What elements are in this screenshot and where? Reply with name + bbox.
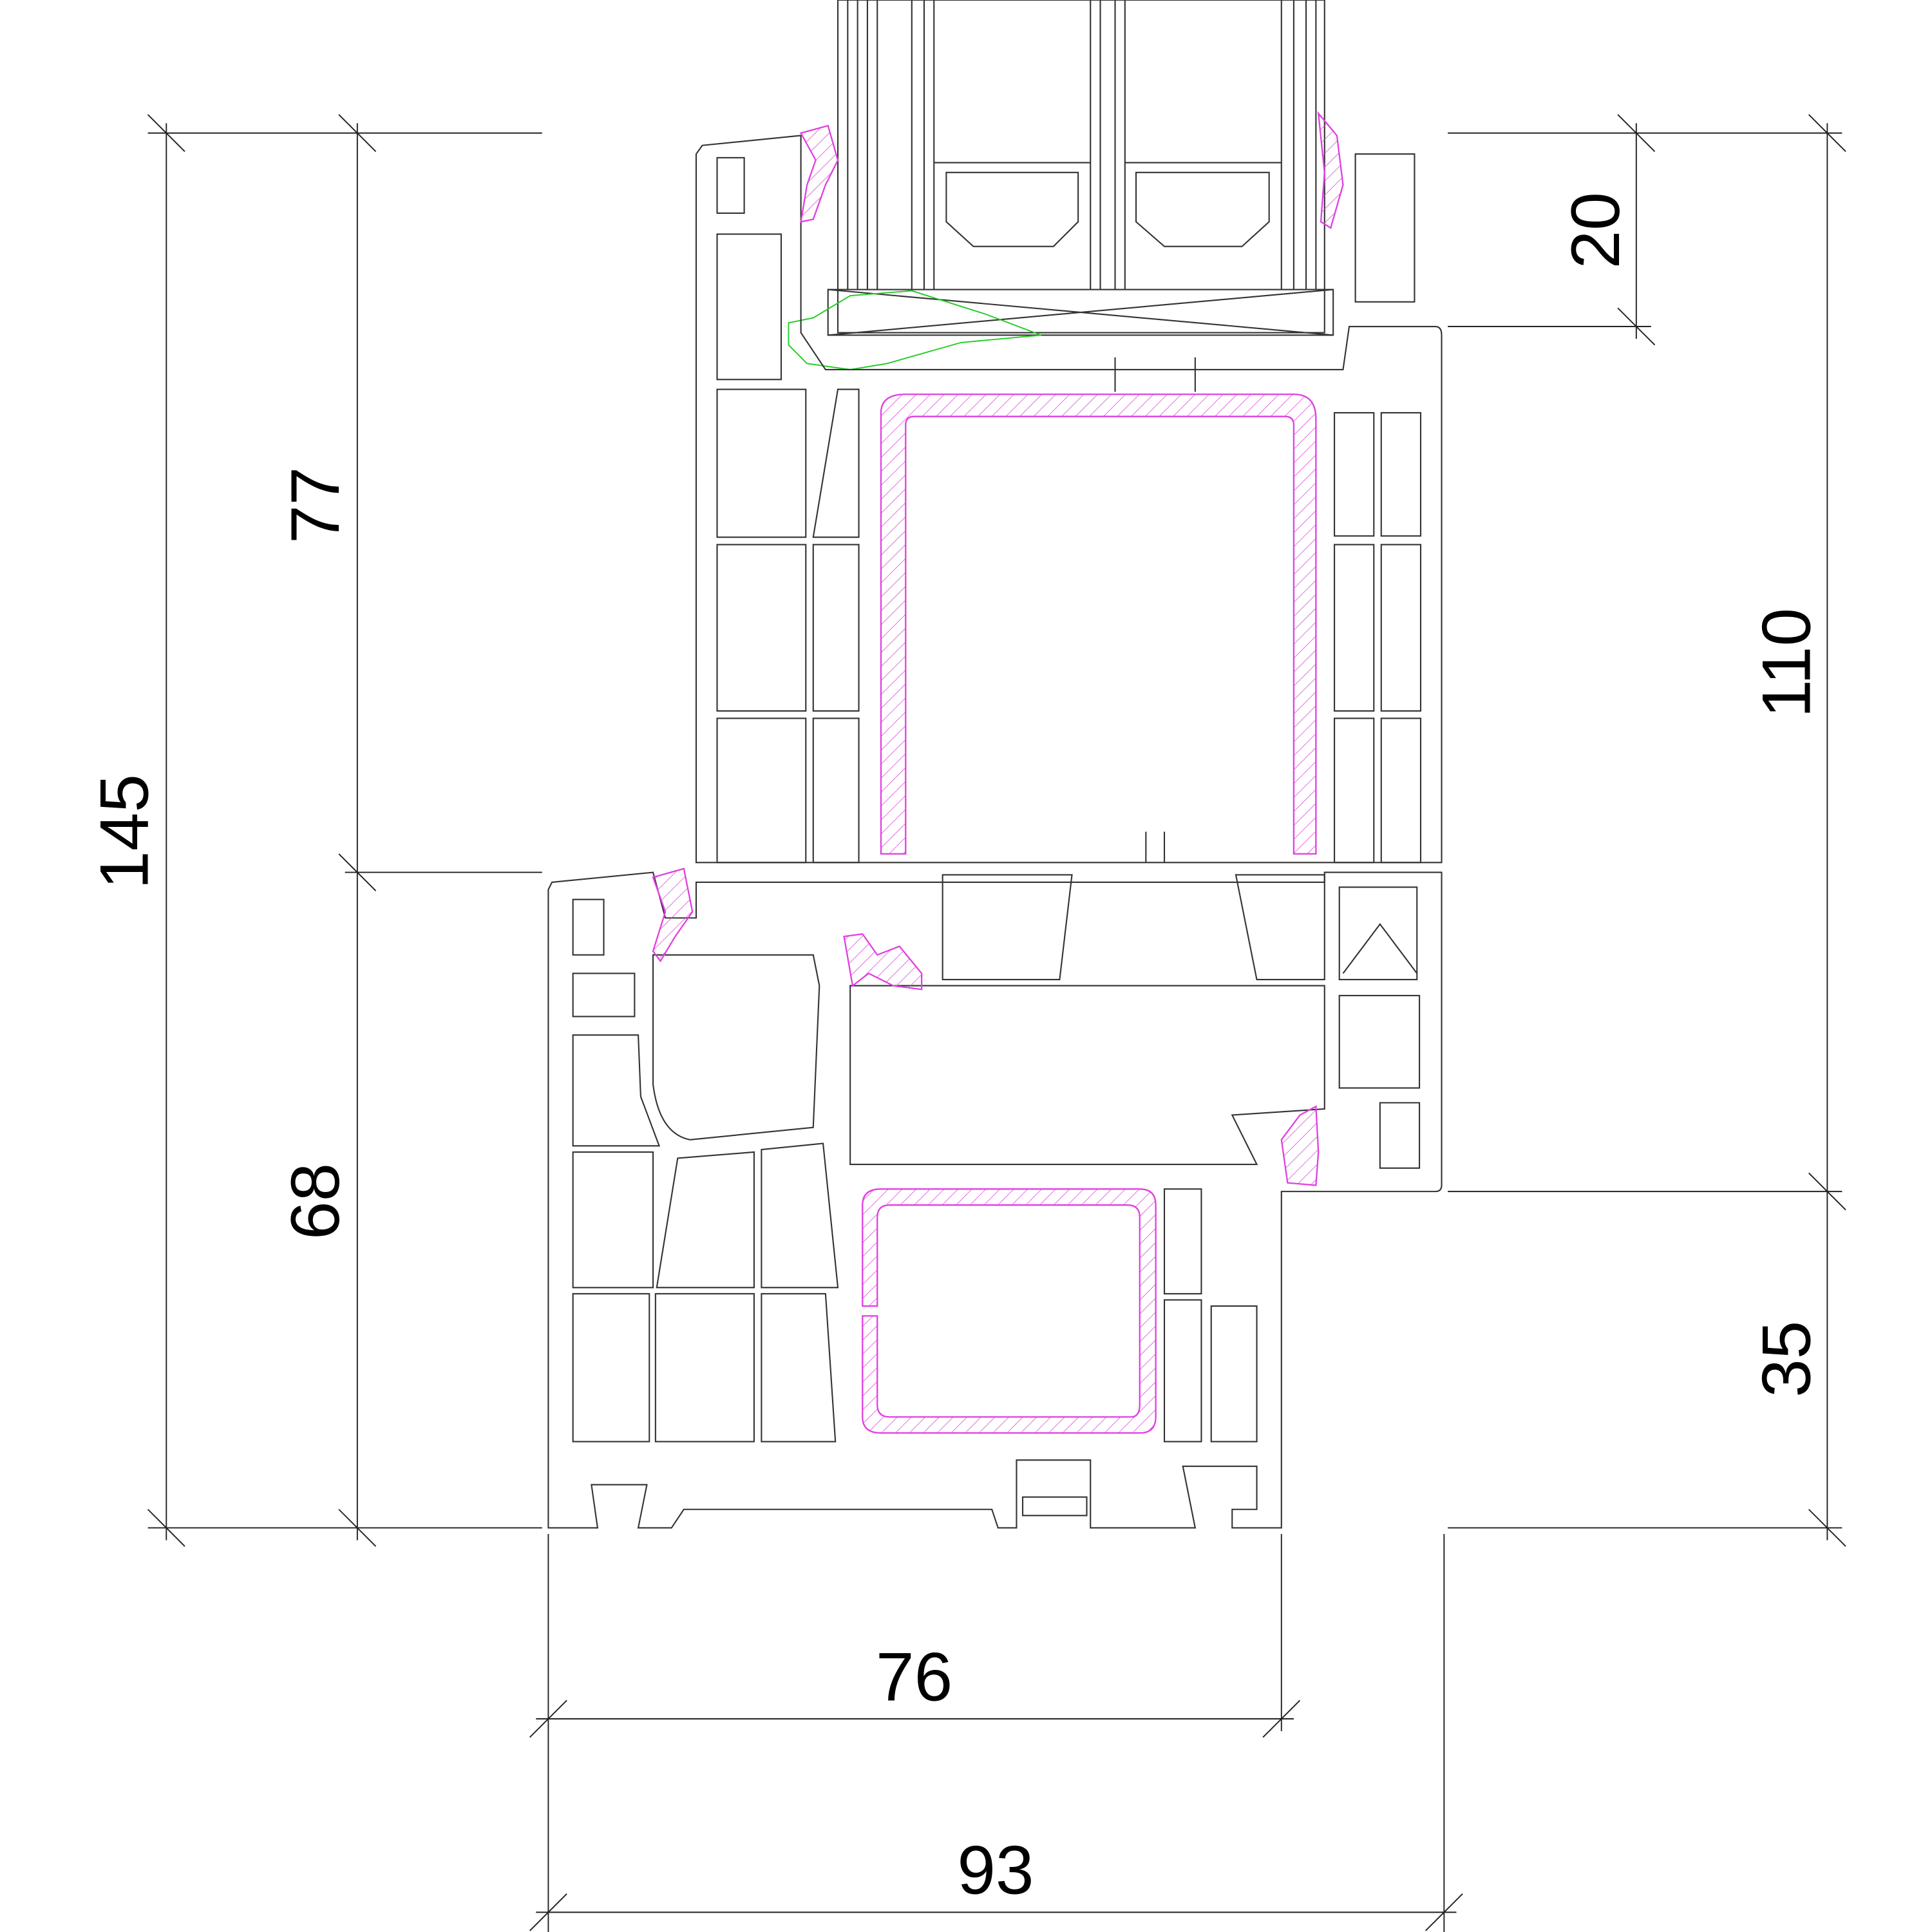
dim-glazing-rebate: 20 [1557, 192, 1634, 269]
dim-sash-height: 77 [276, 467, 354, 544]
gaskets [652, 111, 1344, 1186]
dim-total-height: 145 [86, 774, 163, 889]
sash-profile [695, 135, 1443, 864]
glazing-bead-seal [788, 290, 1042, 370]
dim-frame-height: 68 [276, 1163, 354, 1240]
glazing-unit [827, 0, 1334, 336]
dim-total-depth: 93 [957, 1832, 1034, 1909]
dimension-lines [147, 114, 1846, 1932]
dim-sash-overall: 110 [1748, 608, 1825, 718]
frame-reinforcement [862, 1188, 1157, 1434]
dim-frame-visible: 35 [1748, 1321, 1825, 1397]
dim-frame-depth: 76 [876, 1638, 952, 1715]
sash-reinforcement [880, 393, 1317, 855]
frame-profile [547, 871, 1443, 1529]
